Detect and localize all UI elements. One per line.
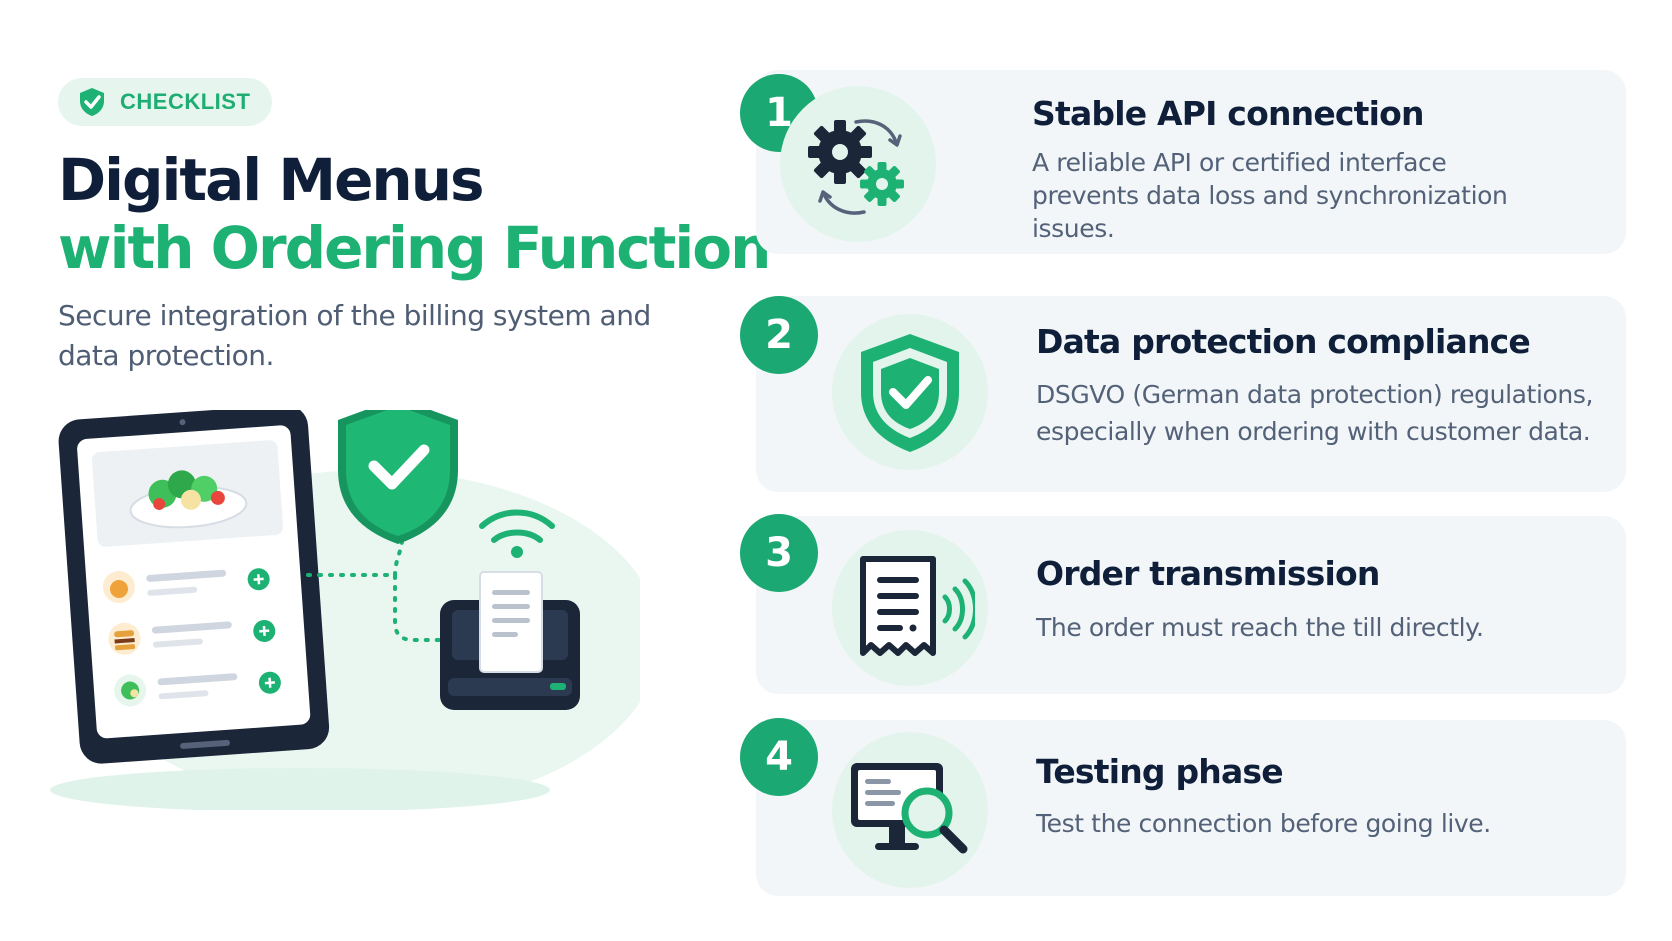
gears-sync-icon	[808, 119, 904, 215]
step-icon-circle-4	[832, 732, 988, 888]
step-title-3: Order transmission	[1036, 554, 1380, 593]
shield-check-icon	[861, 334, 959, 452]
step-number-2: 2	[740, 296, 818, 374]
wifi-icon	[479, 509, 555, 558]
ground-shadow	[50, 768, 550, 810]
menu-row	[102, 568, 270, 604]
badge-label: CHECKLIST	[120, 89, 251, 114]
menu-row	[114, 671, 281, 707]
step-title-1: Stable API connection	[1032, 94, 1425, 133]
page-subtitle: Secure integration of the billing system…	[58, 299, 651, 372]
step-icon-circle-1	[780, 86, 936, 242]
step-title-4: Testing phase	[1036, 752, 1284, 791]
check-shield-icon	[80, 88, 104, 116]
step-icon-circle-2	[832, 314, 988, 470]
step-description-1: A reliable API or certified interface pr…	[1032, 148, 1508, 243]
tablet-printer-illustration	[50, 410, 640, 810]
page-title-line1: Digital Menus	[58, 146, 485, 214]
receipt-transmit-icon	[860, 556, 975, 656]
tablet-icon	[58, 410, 330, 764]
page-title-line2: with Ordering Function	[58, 214, 771, 282]
step-number-4: 4	[740, 718, 818, 796]
step-description-3: The order must reach the till directly.	[1036, 613, 1484, 642]
step-description-2: DSGVO (German data protection) regulatio…	[1036, 380, 1594, 446]
menu-row	[108, 619, 276, 655]
monitor-search-icon	[851, 763, 968, 854]
step-icon-circle-3	[832, 530, 988, 686]
receipt-printer-icon	[440, 571, 580, 710]
step-number-3: 3	[740, 514, 818, 592]
connection-line	[306, 573, 442, 642]
checklist-badge: CHECKLIST	[58, 78, 272, 126]
step-description-4: Test the connection before going live.	[1036, 809, 1491, 838]
shield-check-icon	[338, 410, 458, 544]
step-title-2: Data protection compliance	[1036, 322, 1531, 361]
